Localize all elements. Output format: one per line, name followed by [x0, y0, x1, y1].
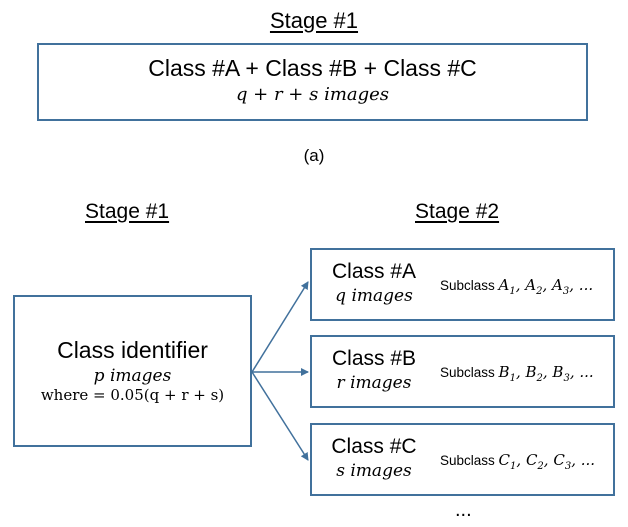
class-a-subclass-label: Subclass	[440, 278, 495, 293]
class-b-subclasses: B1, B2, B3, ...	[498, 363, 594, 384]
stage1-title-b: Stage #1	[85, 200, 170, 223]
combined-class-box: Class #A + Class #B + Class #C q + r + s…	[37, 43, 588, 121]
class-identifier-formula: where = 0.05(q + r + s)	[40, 386, 225, 404]
class-c-subclasses: C1, C2, C3, ...	[498, 451, 596, 472]
combined-class-title: Class #A + Class #B + Class #C	[148, 55, 477, 81]
class-c-title: Class #C	[331, 435, 417, 458]
class-c-images: s images	[336, 461, 412, 481]
caption-a: (a)	[303, 146, 325, 165]
class-b-subclass-label: Subclass	[440, 365, 495, 380]
arrow-to-class-a	[251, 281, 309, 373]
class-b-images: r images	[336, 373, 412, 393]
class-a-title: Class #A	[331, 260, 417, 283]
class-identifier-title: Class identifier	[57, 337, 208, 363]
combined-class-images: q + r + s images	[235, 84, 390, 105]
class-a-subclasses: A1, A2, A3, ...	[498, 276, 594, 297]
class-identifier-box: Class identifier p images where = 0.05(q…	[13, 295, 252, 447]
class-a-box: Class #A q images Subclass A1, A2, A3, .…	[310, 248, 615, 321]
class-a-images: q images	[335, 286, 413, 306]
stage1-title-a: Stage #1	[269, 8, 359, 33]
more-classes-ellipsis: ...	[455, 499, 472, 521]
class-b-box: Class #B r images Subclass B1, B2, B3, .…	[310, 335, 615, 408]
class-c-box: Class #C s images Subclass C1, C2, C3, .…	[310, 423, 615, 496]
arrow-to-class-c	[251, 371, 309, 461]
stage2-title-b: Stage #2	[415, 200, 500, 223]
class-b-title: Class #B	[331, 347, 417, 370]
class-identifier-images: p images	[93, 366, 172, 386]
class-c-subclass-label: Subclass	[440, 453, 495, 468]
